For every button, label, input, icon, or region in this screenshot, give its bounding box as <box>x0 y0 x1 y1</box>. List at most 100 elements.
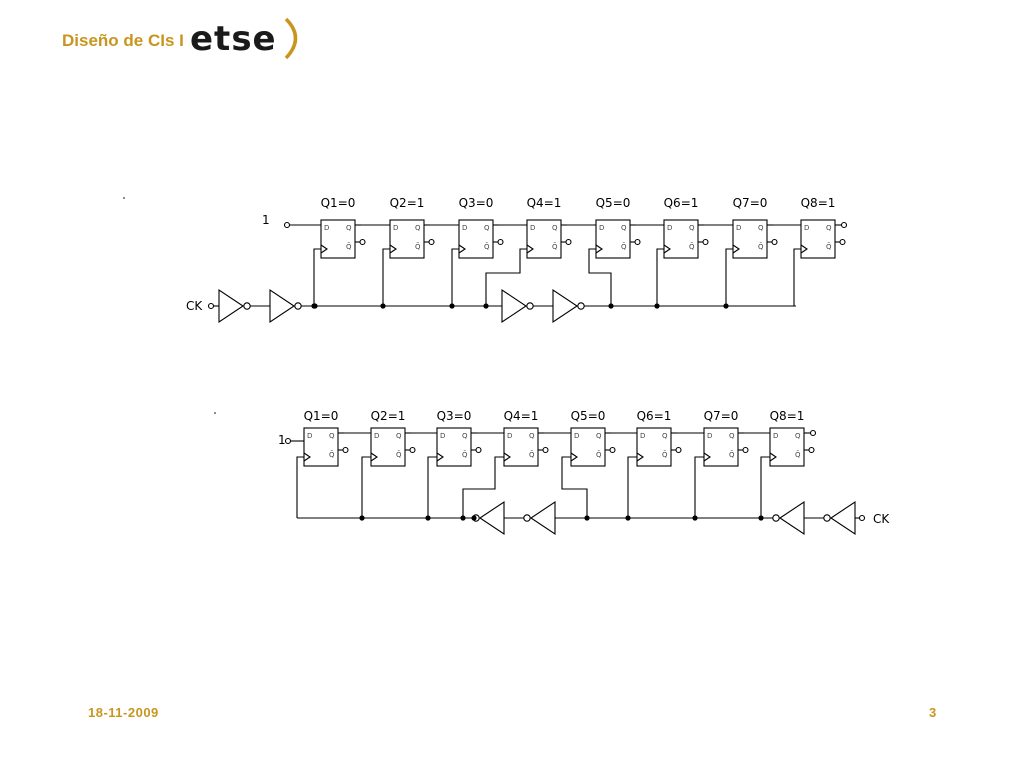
clock-marker <box>436 452 444 462</box>
qn-terminal <box>359 238 366 246</box>
clock-drop-3 <box>451 248 459 306</box>
clock-drop-1 <box>313 248 321 306</box>
output-label-q3: Q3=0 <box>459 196 494 210</box>
junction-dot <box>723 303 729 309</box>
junction-dot <box>608 303 614 309</box>
etse-logo: etse <box>190 17 298 60</box>
clock-marker <box>800 244 808 254</box>
qn-terminal <box>342 446 349 454</box>
clock-marker <box>320 244 328 254</box>
input-terminal <box>283 221 291 229</box>
pin-q-label: Q <box>552 224 558 232</box>
clock-drop-6 <box>656 248 664 306</box>
inversion-bubble <box>823 514 831 522</box>
clock-marker <box>595 244 603 254</box>
pin-q-label: Q <box>621 224 627 232</box>
clock-drop-8 <box>760 456 770 518</box>
pin-q-label: Q <box>396 432 402 440</box>
pin-qn-label: Q̄ <box>484 242 490 251</box>
qn-terminal <box>565 238 572 246</box>
clock-drop-2 <box>361 456 371 518</box>
pin-q-label: Q <box>826 224 832 232</box>
logo-swoosh <box>284 17 298 60</box>
final-q-terminal <box>840 221 848 229</box>
inverter-gate <box>779 500 805 536</box>
junction-dot <box>425 515 431 521</box>
qn-terminal <box>702 238 709 246</box>
inverter-gate <box>501 288 527 324</box>
pin-qn-label: Q̄ <box>396 450 402 459</box>
inversion-bubble <box>526 302 534 310</box>
clock-terminal <box>858 514 866 522</box>
output-label-q7: Q7=0 <box>733 196 768 210</box>
output-label-q7: Q7=0 <box>704 409 739 423</box>
clock-drop-4 <box>462 456 504 518</box>
clock-drop-4 <box>485 248 527 306</box>
input-terminal <box>284 437 292 445</box>
pin-q-label: Q <box>346 224 352 232</box>
clock-drop-8 <box>793 248 801 306</box>
pin-qn-label: Q̄ <box>795 450 801 459</box>
clock-drop-7 <box>694 456 704 518</box>
pin-qn-label: Q̄ <box>689 242 695 251</box>
clock-label-1: CK <box>186 299 203 313</box>
junction-dot <box>449 303 455 309</box>
pin-d-label: D <box>440 432 445 440</box>
output-label-q2: Q2=1 <box>390 196 425 210</box>
qn-terminal <box>409 446 416 454</box>
logo-text: etse <box>190 19 277 59</box>
inverter-gate <box>218 288 244 324</box>
clock-marker <box>769 452 777 462</box>
output-label-q4: Q4=1 <box>504 409 539 423</box>
flip-flop-body <box>570 427 606 467</box>
pin-d-label: D <box>736 224 741 232</box>
qn-terminal <box>609 446 616 454</box>
pin-q-label: Q <box>795 432 801 440</box>
clock-drop-5 <box>561 456 588 518</box>
output-label-q8: Q8=1 <box>770 409 805 423</box>
pin-q-label: Q <box>689 224 695 232</box>
qn-terminal <box>475 446 482 454</box>
clock-marker <box>370 452 378 462</box>
pin-q-label: Q <box>662 432 668 440</box>
header-title: Diseño de CIs I <box>62 31 184 50</box>
flip-flop-body <box>370 427 406 467</box>
junction-dot <box>654 303 660 309</box>
flip-flop-body <box>389 219 425 259</box>
output-label-q3: Q3=0 <box>437 409 472 423</box>
flip-flop-body <box>303 427 339 467</box>
qn-terminal <box>497 238 504 246</box>
junction-dot <box>460 515 466 521</box>
output-label-q6: Q6=1 <box>637 409 672 423</box>
pin-qn-label: Q̄ <box>621 242 627 251</box>
pin-d-label: D <box>640 432 645 440</box>
clock-drop-5 <box>588 248 612 306</box>
final-q-terminal <box>809 429 817 437</box>
junction-dot <box>625 515 631 521</box>
qn-terminal <box>542 446 549 454</box>
inverter-gate <box>269 288 295 324</box>
pin-d-label: D <box>707 432 712 440</box>
output-label-q8: Q8=1 <box>801 196 836 210</box>
inverter-gate <box>552 288 578 324</box>
pin-d-label: D <box>307 432 312 440</box>
qn-terminal <box>742 446 749 454</box>
flip-flop-body <box>769 427 805 467</box>
pin-q-label: Q <box>329 432 335 440</box>
output-label-q2: Q2=1 <box>371 409 406 423</box>
clock-marker <box>458 244 466 254</box>
junction-dot <box>692 515 698 521</box>
qn-terminal <box>839 238 846 246</box>
stray-dot <box>214 412 216 414</box>
